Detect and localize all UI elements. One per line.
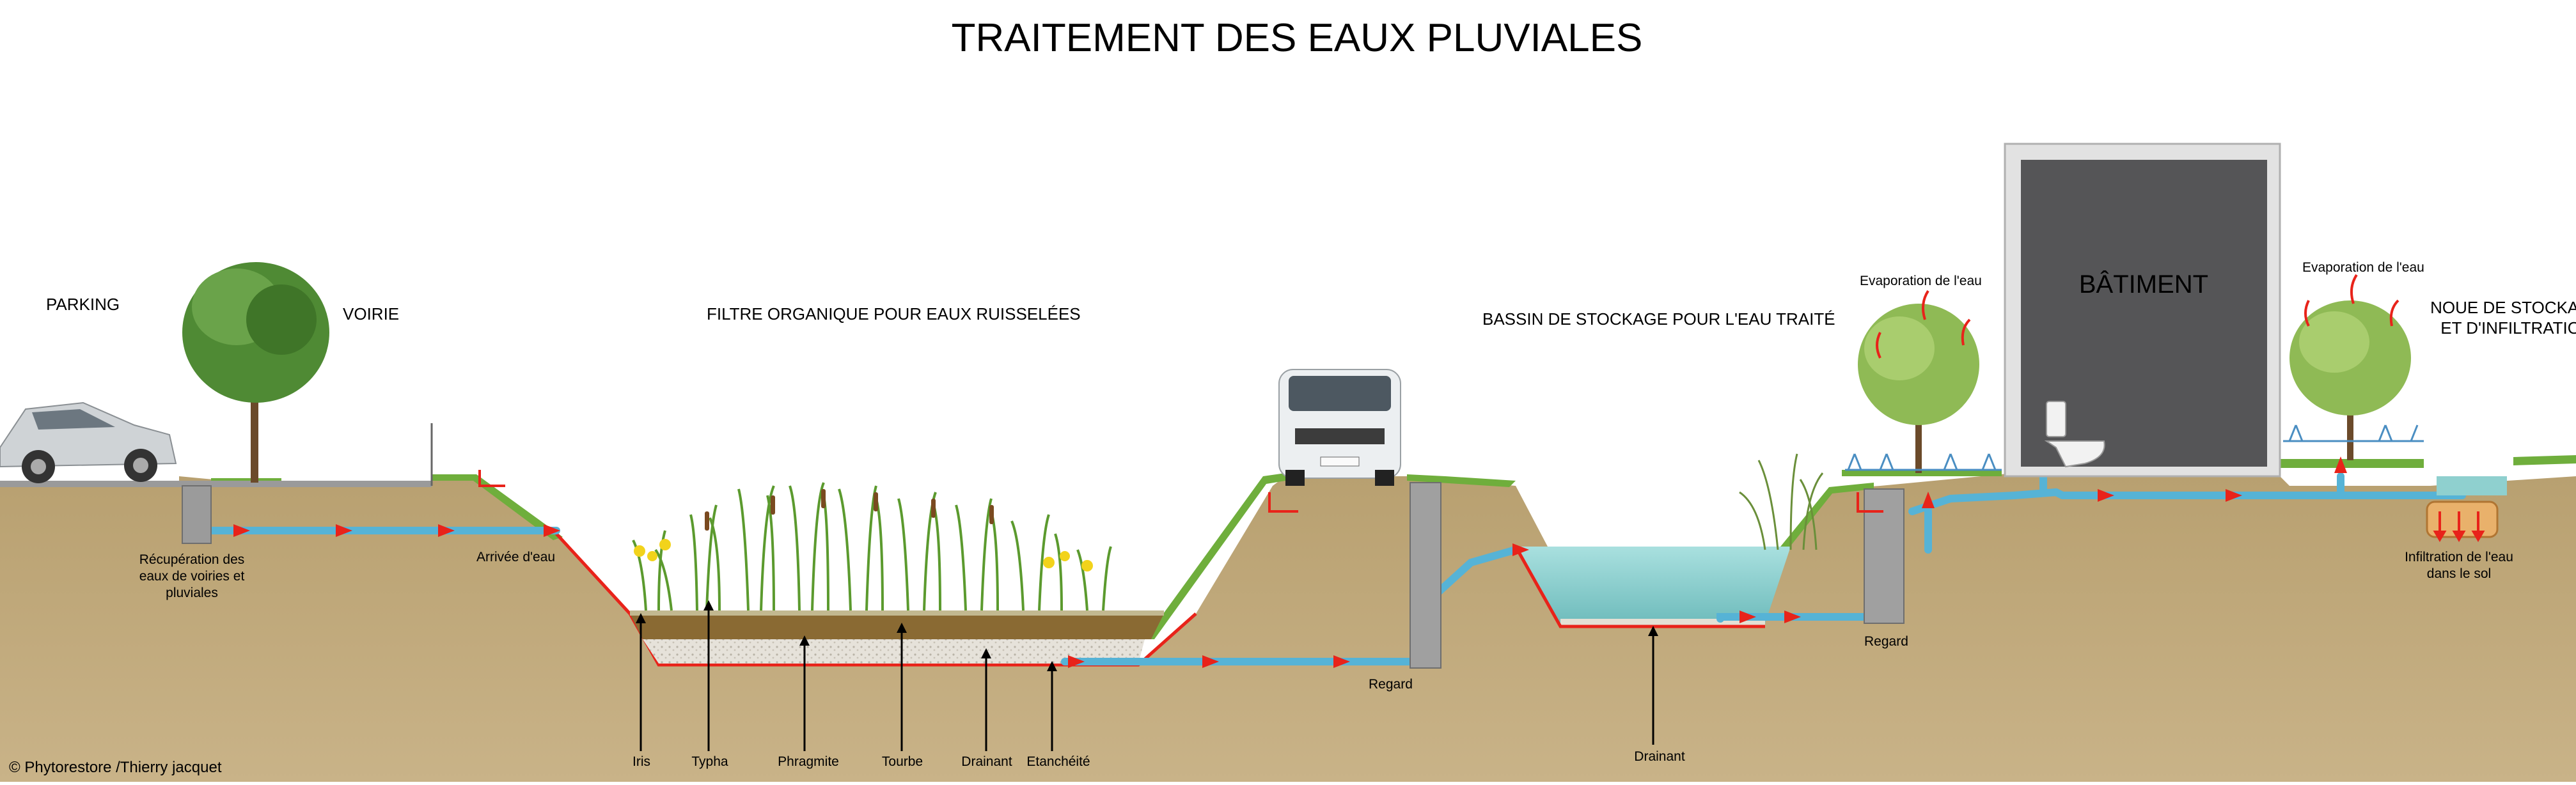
section-noue-line1: NOUE DE STOCKAGE [2430,298,2576,317]
ground-soil [0,473,2576,782]
legend-phragmite: Phragmite [778,754,839,769]
toilet-icon [2044,401,2105,468]
grass-noue-right [2513,455,2576,465]
manhole-recuperation [182,485,212,544]
copyright: © Phytorestore /Thierry jacquet [9,759,222,776]
label-recuperation-2: eaux de voiries et [139,569,245,584]
peat-layer [630,614,1164,639]
bassin-reeds [1739,453,1824,550]
section-voirie: VOIRIE [343,304,399,323]
label-regard-1: Regard [1369,677,1413,692]
curb-markers [478,470,1883,513]
label-drainant-bassin: Drainant [1634,749,1685,764]
label-infiltration-1: Infiltration de l'eau [2405,550,2513,564]
section-noue-line2: ET D'INFILTRATION [2440,318,2576,338]
typha-heads [705,489,994,531]
fence-right [2283,424,2424,442]
manhole-regard-2 [1864,488,1905,624]
section-parking: PARKING [46,295,120,314]
tree-voirie [182,262,329,483]
legend-pointers [640,604,1654,751]
section-filtre: FILTRE ORGANIQUE POUR EAUX RUISSELÉES [707,304,1081,323]
label-infiltration-2: dans le sol [2427,566,2491,581]
fence-left [1845,453,2002,471]
storage-water [1516,547,1791,623]
filter-liner [555,532,1197,667]
storage-drain-gravel [1560,619,1765,626]
noue-water [2437,476,2507,495]
legend-etancheite: Etanchéité [1026,754,1090,769]
tree-building-right [2289,300,2411,460]
label-evaporation-1: Evaporation de l'eau [1860,274,1982,288]
legend-drainant: Drainant [961,754,1012,769]
label-recuperation-1: Récupération des [139,552,245,567]
tree-building-left [1858,304,1979,473]
iris-flowers [634,539,1093,571]
manhole-regard-1 [1410,482,1441,669]
gravel-layer [643,639,1145,664]
label-recuperation-3: pluviales [166,586,218,600]
legend-arrowheads [636,600,1658,671]
label-evaporation-2: Evaporation de l'eau [2302,260,2424,275]
infiltration-arrows [2433,511,2485,542]
grass-mid-mound [1407,474,1516,487]
label-regard-2: Regard [1864,634,1908,649]
label-batiment: BÂTIMENT [2079,270,2208,299]
legend-iris: Iris [632,754,650,769]
legend-tourbe: Tourbe [882,754,923,769]
diagram-title: TRAITEMENT DES EAUX PLUVIALES [952,16,1643,60]
evaporation-arrows [1876,274,2399,359]
label-arrivee: Arrivée d'eau [476,550,555,564]
legend-typha: Typha [691,754,728,769]
section-bassin: BASSIN DE STOCKAGE POUR L'EAU TRAITÉ [1482,309,1835,329]
infiltration-pipe [2426,501,2499,538]
peat-top-water [630,610,1164,616]
storage-liner [1514,545,1765,628]
car-parking [0,401,177,483]
grass-building-right [2280,459,2424,468]
van-parking [1278,369,1401,486]
grass-right-bank [1145,473,1285,639]
reed-bed [632,482,1112,611]
road-surface [0,481,432,487]
